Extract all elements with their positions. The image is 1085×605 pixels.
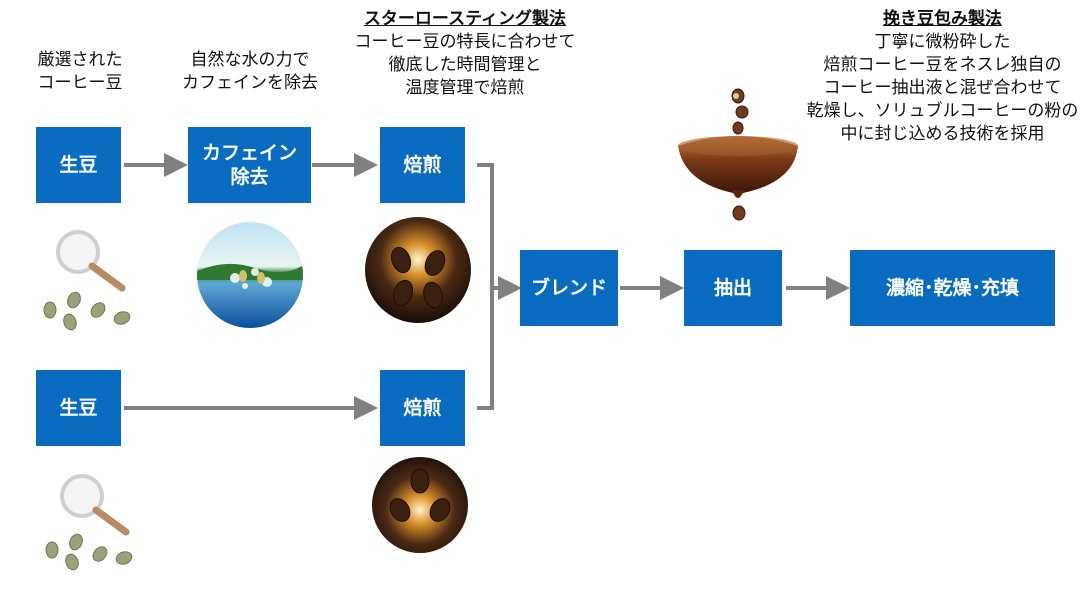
caption-select: 厳選された コーヒー豆 [37, 50, 123, 93]
roasted-beans-icon [372, 457, 468, 553]
step-roast-bottom: 焙煎 [380, 370, 465, 446]
star-roasting-title: スターロースティング製法 [363, 9, 567, 29]
magnifier-icon [45, 474, 133, 571]
coffee-bowl-icon [678, 88, 798, 221]
step-green-bean-bottom: 生豆 [36, 370, 121, 446]
wrapped-title: 挽き豆包み製法 [883, 9, 1002, 29]
step-decaf: カフェイン 除去 [188, 127, 311, 203]
step-extract: 抽出 [684, 250, 782, 326]
step-final: 濃縮･乾燥･充填 [850, 250, 1055, 326]
step-roast-top: 焙煎 [380, 127, 465, 203]
roasted-beans-icon [365, 217, 471, 323]
caption-wrapped: 挽き豆包み製法 丁寧に微粉砕した 焙煎コーヒー豆をネスレ独自の コーヒー抽出液と… [800, 8, 1085, 146]
caption-star-roasting: スターロースティング製法 コーヒー豆の特長に合わせて 徹底した時間管理と 温度管… [330, 8, 600, 100]
bracket-roasts-to-blend [477, 163, 494, 410]
magnifier-icon [43, 230, 131, 331]
step-blend: ブレンド [520, 250, 618, 326]
step-green-bean-top: 生豆 [36, 127, 121, 203]
water-splash-icon [197, 222, 303, 328]
caption-water: 自然な水の力で カフェインを除去 [182, 50, 318, 93]
